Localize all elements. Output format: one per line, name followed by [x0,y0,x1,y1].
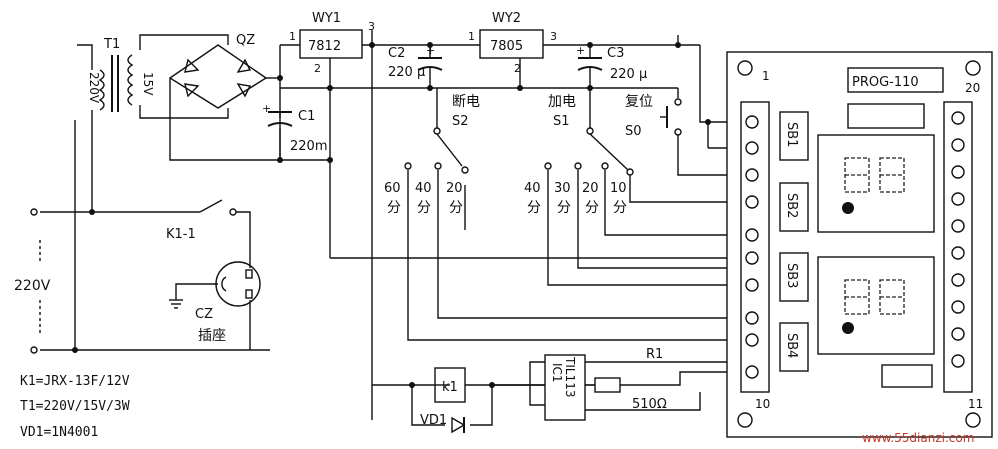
s2-unit-1: 分 [387,200,401,216]
note-line-2: T1=220V/15V/3W [20,399,130,414]
s0-ref: S0 [625,124,642,139]
s1-unit-3: 分 [585,200,599,216]
transformer-ref: T1 [103,37,120,52]
resistor-ref: R1 [646,347,663,362]
relay-contact-ref: K1-1 [166,227,196,242]
prog110-module: PROG-110 1 20 10 11 [726,51,993,438]
module-pin-20: 20 [965,81,980,95]
reg2-pin3: 3 [550,30,557,43]
module-sb2: SB2 [784,193,799,218]
component-notes: K1=JRX-13F/12V T1=220V/15V/3W VD1=1N4001 [20,374,130,440]
module-pin-1: 1 [762,69,770,83]
capacitor-c2: + C2 220 μ [388,44,443,80]
watermark: www.55dianzi.com [862,431,974,445]
note-line-1: K1=JRX-13F/12V [20,374,130,389]
mains-label: 220V [14,278,51,294]
opto-ref: IC1 [550,363,564,383]
s1-unit-2: 分 [557,200,571,216]
switch-s2: 断电 S2 60 40 20 分 分 分 [384,94,480,216]
module-pin-10: 10 [755,397,770,411]
relay-k1: k1 [434,367,466,403]
c2-ref: C2 [388,46,405,61]
s1-unit-4: 分 [613,200,627,216]
c2-value: 220 μ [388,65,425,80]
capacitor-c1: + C1 220m [262,102,327,154]
note-line-3: VD1=1N4001 [20,425,98,440]
module-sb1: SB1 [784,122,799,147]
s1-unit-1: 分 [527,200,541,216]
s2-opt3: 20 [446,181,463,196]
reg1-part: 7812 [308,39,341,54]
transformer-primary-label: 220V [87,72,101,104]
module-pin-11: 11 [968,397,983,411]
reg2-pin1: 1 [468,30,475,43]
resistor-value: 510Ω [632,397,667,412]
module-sb3: SB3 [784,263,799,288]
reg2-part: 7805 [490,39,523,54]
socket-name: 插座 [198,328,226,344]
c3-ref: C3 [607,46,624,61]
reg1-pin1: 1 [289,30,296,43]
reset-button-s0: 复位 S0 [625,93,682,139]
regulator-wy1: 7812 WY1 1 2 3 [289,11,375,75]
seven-seg-display-2 [842,279,905,334]
left-pin-header [745,115,759,379]
optocoupler-ic1: IC1 TIL113 [544,354,586,421]
seven-seg-display-1 [842,157,905,214]
right-pin-header [951,111,965,368]
s2-opt2: 40 [415,181,432,196]
s2-unit-2: 分 [417,200,431,216]
relay-ref: k1 [442,380,458,395]
svg-text:+: + [262,102,271,115]
c1-value: 220m [290,139,327,154]
mains-and-socket: 220V K1-1 CZ 插座 [14,199,261,354]
bridge-rectifier-qz: QZ [168,33,268,109]
capacitor-c3: + C3 220 μ [576,44,647,82]
s2-title: 断电 [452,94,480,110]
opto-part: TIL113 [563,356,577,397]
svg-text:+: + [426,44,435,57]
regulator-wy2: 7805 WY2 1 2 3 [468,11,557,75]
junction-dots [72,42,711,388]
module-sb4: SB4 [784,333,799,358]
module-title: PROG-110 [852,75,919,90]
svg-text:+: + [576,44,585,57]
s1-opt2: 30 [554,181,571,196]
reg2-pin2: 2 [514,62,521,75]
reg1-ref: WY1 [312,11,341,26]
s1-opt4: 10 [610,181,627,196]
s1-opt1: 40 [524,181,541,196]
s1-title: 加电 [548,94,576,110]
transformer-secondary-label: 15V [141,72,155,96]
switch-s1: 加电 S1 40 30 20 10 分 分 分 分 [524,94,634,216]
reg2-ref: WY2 [492,11,521,26]
socket-ref: CZ [195,307,213,322]
transformer-t1: T1 220V 15V [87,37,155,112]
diode-vd1: VD1 [420,413,466,434]
diode-ref: VD1 [420,413,447,428]
s2-unit-3: 分 [449,200,463,216]
reg1-pin2: 2 [314,62,321,75]
s0-title: 复位 [625,93,653,110]
s1-ref: S1 [553,114,570,129]
bridge-ref: QZ [236,33,255,48]
s1-opt3: 20 [582,181,599,196]
s2-ref: S2 [452,114,469,129]
s2-opt1: 60 [384,181,401,196]
c1-ref: C1 [298,109,315,124]
resistor-r1: R1 510Ω [585,347,667,412]
c3-value: 220 μ [610,67,647,82]
reg1-pin3: 3 [368,20,375,33]
